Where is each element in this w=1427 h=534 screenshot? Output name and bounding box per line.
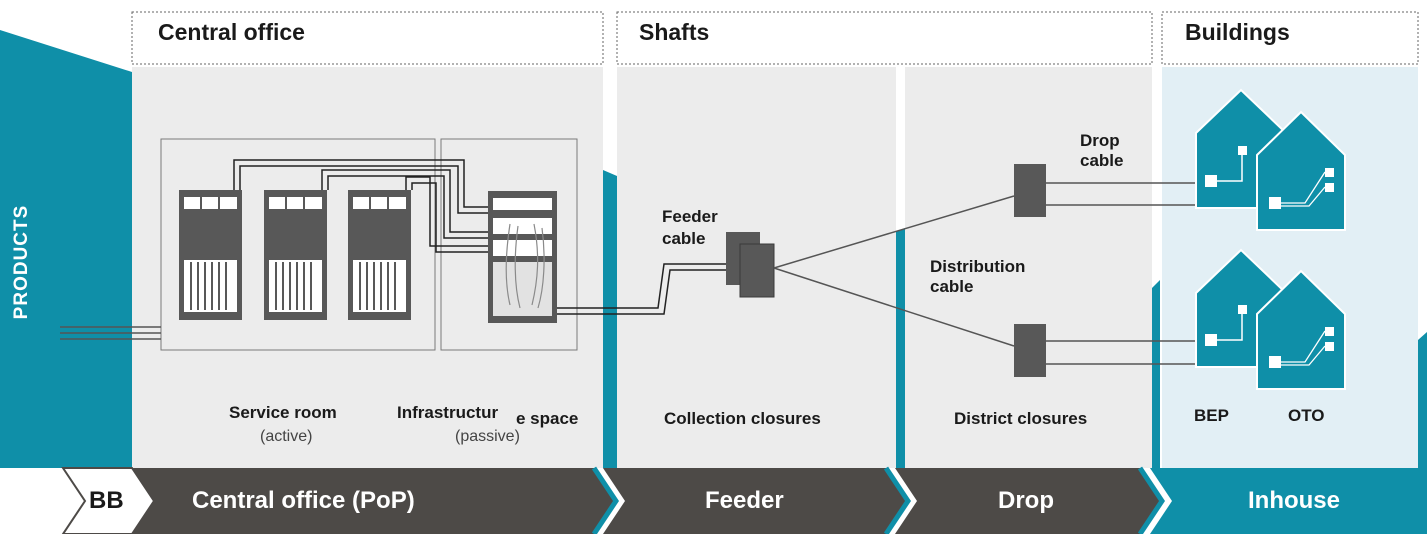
- server-unit: [179, 190, 242, 320]
- district-closure-bottom: [1014, 324, 1046, 377]
- house-icon: [1256, 269, 1346, 390]
- bep-label: BEP: [1194, 406, 1229, 425]
- feeder-cable-label-line1: Feeder: [662, 207, 718, 226]
- bb-label: BB: [89, 487, 124, 514]
- chevron-feeder: [603, 468, 908, 534]
- chevron-inhouse: [1150, 468, 1427, 534]
- house-icon: [1256, 110, 1346, 231]
- shafts-teal-accent: [603, 170, 617, 468]
- section-title-central-office: Central office: [158, 19, 305, 45]
- service-room-outline: [160, 138, 436, 351]
- collection-closure-front: [739, 243, 775, 298]
- infrastructure-space-label-part1: Infrastructur: [397, 403, 499, 422]
- bar-inhouse: Inhouse: [1248, 487, 1341, 514]
- bar-drop: Drop: [998, 487, 1054, 514]
- drop-cable-label-line1: Drop: [1080, 131, 1120, 150]
- district-closures-label: District closures: [954, 409, 1088, 428]
- distribution-cable-label-line2: cable: [930, 277, 974, 296]
- infrastructure-space-sublabel: (passive): [455, 428, 520, 445]
- chevron-separators: [591, 466, 1166, 534]
- service-room-sublabel: (active): [260, 428, 313, 445]
- section-header-frames: [131, 11, 1419, 65]
- collection-closures-label: Collection closures: [664, 409, 821, 428]
- products-teal-band: [0, 30, 132, 468]
- bar-central-office-pop: Central office (PoP): [192, 487, 415, 514]
- oto-label: OTO: [1288, 406, 1325, 425]
- section-title-buildings: Buildings: [1185, 19, 1290, 45]
- incoming-fiber-lines: [60, 326, 161, 340]
- chevron-central-office: [132, 468, 616, 534]
- distribution-cable-label-line1: Distribution: [930, 257, 1026, 276]
- service-room-label: Service room: [229, 403, 337, 422]
- section-title-shafts: Shafts: [639, 19, 710, 45]
- drop-cable-label-line2: cable: [1080, 151, 1124, 170]
- server-unit: [264, 190, 327, 320]
- infrastructure-space-outline: [440, 138, 578, 351]
- optical-distribution-frame: [488, 191, 557, 323]
- infrastructure-space-label-part2: e space: [516, 409, 579, 428]
- right-teal-accent: [1418, 332, 1427, 468]
- chevron-drop: [895, 468, 1162, 534]
- feeder-cable-label-line2: cable: [662, 229, 706, 248]
- drop-teal-accent: [895, 228, 905, 468]
- server-unit: [348, 190, 411, 320]
- inhouse-teal-accent: [1150, 280, 1160, 468]
- distribution-cables: [773, 195, 1015, 347]
- patch-cables: [233, 159, 488, 253]
- panel-drop: [905, 67, 1152, 468]
- feeder-cable: [557, 263, 738, 315]
- district-closure-top: [1014, 164, 1046, 217]
- products-side-label: PRODUCTS: [11, 204, 32, 320]
- bar-feeder: Feeder: [705, 487, 784, 514]
